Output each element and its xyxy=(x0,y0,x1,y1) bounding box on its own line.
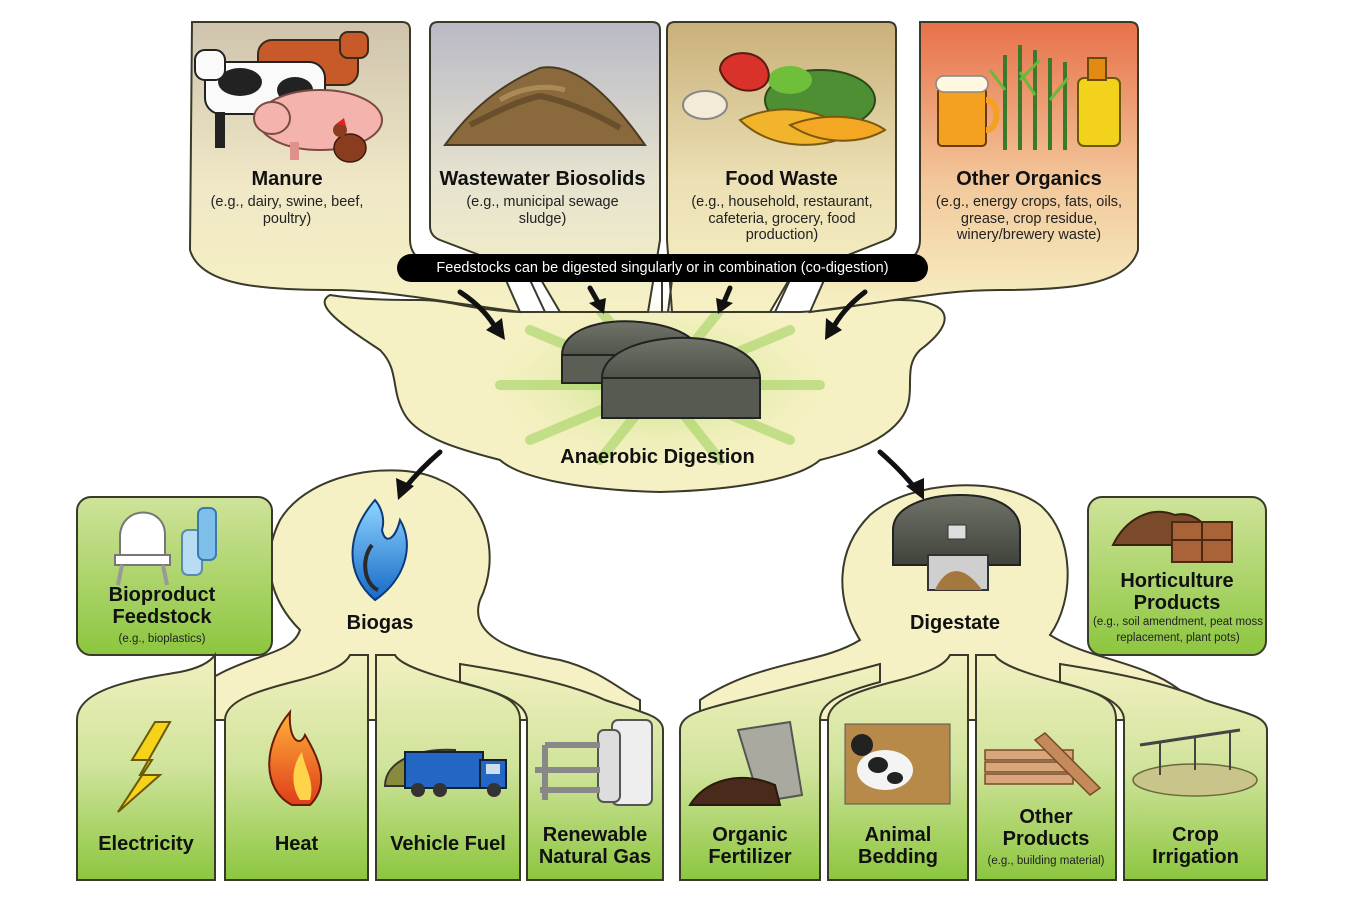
horticulture-title-line1: Horticulture xyxy=(1120,570,1234,592)
feed-arrows xyxy=(457,285,868,340)
soil-pots-icon xyxy=(1111,510,1233,563)
other-products-label-line1: Other xyxy=(1019,806,1073,828)
anaerobic-digestion-label: Anaerobic Digestion xyxy=(560,446,755,468)
food-waste-examples: (e.g., household, restaurant, cafeteria,… xyxy=(691,194,873,244)
biosolids-examples: (e.g., municipal sewage sludge) xyxy=(466,194,619,227)
other-products-label: Other Products xyxy=(976,806,1116,850)
rng-label-line1: Renewable xyxy=(542,824,648,846)
gas-plant-icon xyxy=(535,719,653,806)
crop-irrigation-label-line1: Crop xyxy=(1172,824,1219,846)
bioproduct-title-line2: Feedstock xyxy=(112,606,212,628)
rng-label-line2: Natural Gas xyxy=(538,846,652,868)
vehicle-fuel-label-line1: Vehicle Fuel xyxy=(390,833,506,855)
organic-fertilizer-label: Organic Fertilizer xyxy=(680,824,820,868)
biosolids-title: Wastewater Biosolids xyxy=(439,168,646,190)
bioproduct-examples: (e.g., bioplastics) xyxy=(118,633,206,645)
organic-fertilizer-label-line1: Organic xyxy=(712,824,788,846)
bioproduct-title: Bioproduct Feedstock xyxy=(77,584,247,628)
fire-icon xyxy=(268,709,323,806)
digester-tank-icon xyxy=(561,320,761,419)
biogas-label: Biogas xyxy=(346,612,414,634)
chair-bottles-icon xyxy=(114,507,217,586)
electricity-label-line1: Electricity xyxy=(98,833,194,855)
rng-label: Renewable Natural Gas xyxy=(527,824,663,868)
digestate-tank-icon xyxy=(892,493,1021,591)
bioproduct-title-line1: Bioproduct xyxy=(108,584,216,606)
other-organics-examples: (e.g., energy crops, fats, oils, grease,… xyxy=(935,194,1123,244)
beer-crops-oil-icon xyxy=(935,45,1121,150)
horticulture-title: Horticulture Products xyxy=(1092,570,1262,614)
lumber-icon xyxy=(984,732,1102,796)
output-boxes xyxy=(76,651,1268,881)
food-waste-title: Food Waste xyxy=(725,168,838,190)
other-products-examples: (e.g., building material) xyxy=(987,855,1105,867)
truck-icon xyxy=(383,748,507,797)
horticulture-examples: (e.g., soil amendment, peat moss replace… xyxy=(1090,616,1266,644)
animal-bedding-label-line1: Animal xyxy=(864,824,932,846)
calf-photo-icon xyxy=(844,723,951,805)
crop-irrigation-label: Crop Irrigation xyxy=(1124,824,1267,868)
other-products-label-line2: Products xyxy=(1002,828,1090,850)
heat-label-line1: Heat xyxy=(274,833,319,855)
feedstock-pipes xyxy=(529,279,791,313)
bioproduct-box xyxy=(76,496,273,656)
animal-bedding-label-line2: Bedding xyxy=(858,846,938,868)
side-boxes xyxy=(76,496,1267,656)
electricity-label: Electricity xyxy=(77,833,215,855)
manure-examples: (e.g., dairy, swine, beef, poultry) xyxy=(210,194,364,227)
manure-title: Manure xyxy=(251,168,323,190)
soil-bag-icon xyxy=(688,720,804,806)
horticulture-examples-line2: replacement, plant pots) xyxy=(1116,631,1240,644)
digestate-label: Digestate xyxy=(909,612,1001,634)
animal-bedding-label: Animal Bedding xyxy=(828,824,968,868)
output-arrows xyxy=(396,449,924,500)
crop-irrigation-label-line2: Irrigation xyxy=(1152,846,1239,868)
other-organics-title: Other Organics xyxy=(956,168,1102,190)
horticulture-examples-line1: (e.g., soil amendment, peat moss xyxy=(1092,616,1264,628)
sludge-pile-icon xyxy=(443,66,647,146)
food-scraps-icon xyxy=(682,52,887,146)
heat-label: Heat xyxy=(225,833,368,855)
vehicle-fuel-label: Vehicle Fuel xyxy=(376,833,520,855)
flame-icon xyxy=(351,498,408,602)
organic-fertilizer-label-line2: Fertilizer xyxy=(708,846,792,868)
livestock-icon xyxy=(194,31,383,163)
horticulture-title-line2: Products xyxy=(1133,592,1221,614)
irrigation-pivot-icon xyxy=(1132,728,1258,797)
co-digestion-banner: Feedstocks can be digested singularly or… xyxy=(397,254,928,282)
lightning-bolt-icon xyxy=(117,721,172,813)
